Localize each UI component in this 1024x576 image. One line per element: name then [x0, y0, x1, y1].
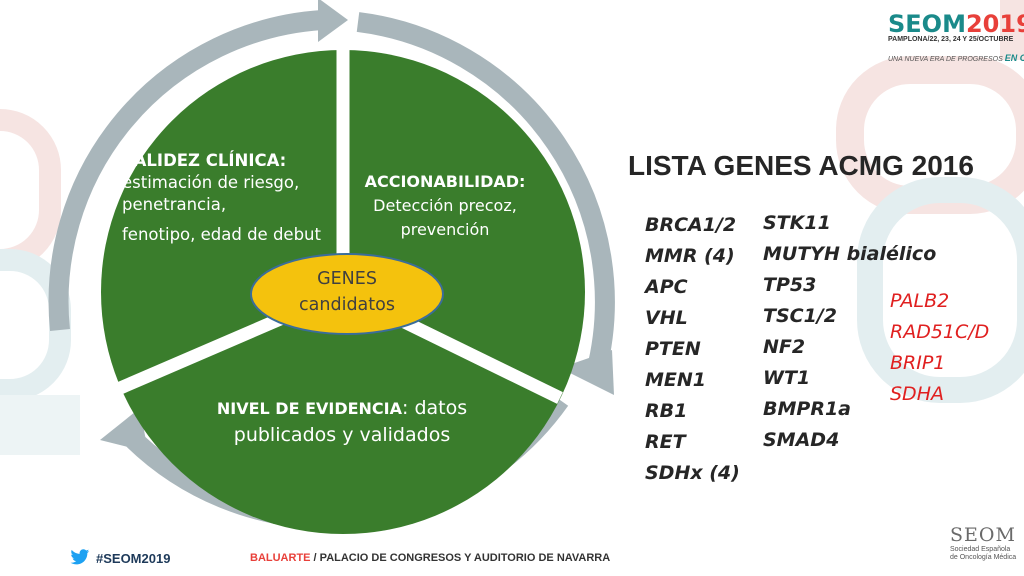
genes-candidatos-label: GENES candidatos — [250, 253, 444, 335]
segment-accion-text: Detección precoz, prevención — [373, 196, 517, 239]
column1-gene-4: PTEN — [645, 338, 701, 360]
column1-gene-0: BRCA1/2 — [645, 214, 737, 236]
genes-line2: candidatos — [299, 295, 395, 315]
twitter-icon — [70, 549, 90, 565]
column3-gene-1: RAD51C/D — [890, 321, 990, 343]
column2-gene-6: BMPR1a — [763, 398, 851, 420]
column1-gene-5: MEN1 — [645, 369, 707, 391]
seom2019-logo: SEOM2019 PAMPLONA/22, 23, 24 Y 25/OCTUBR… — [888, 10, 1024, 63]
logo-year: 2019 — [965, 10, 1024, 38]
column1-gene-7: RET — [645, 431, 686, 453]
column2-gene-2: TP53 — [763, 274, 817, 296]
segment-nivel-title: NIVEL DE EVIDENCIA — [216, 399, 403, 418]
hashtag: #SEOM2019 — [96, 551, 171, 566]
logo-tagline-highlight: EN CADENA — [1004, 53, 1024, 63]
column2-gene-0: STK11 — [763, 212, 831, 234]
segment-accion-title: ACCIONABILIDAD: — [364, 172, 526, 191]
column1-gene-1: MMR (4) — [645, 245, 735, 267]
column1-gene-2: APC — [645, 276, 688, 298]
logo-place: PAMPLONA/22, 23, 24 Y 25/OCTUBRE — [888, 36, 1014, 43]
column3-gene-0: PALB2 — [890, 290, 950, 312]
column3-gene-2: BRIP1 — [890, 352, 946, 374]
column2-gene-4: NF2 — [763, 336, 806, 358]
column3-gene-3: SDHA — [890, 383, 944, 405]
list-title: LISTA GENES ACMG 2016 — [628, 150, 974, 181]
cycle-arrowhead-top — [318, 0, 348, 42]
column2-gene-5: WT1 — [763, 367, 811, 389]
logo-tagline-text: UNA NUEVA ERA DE PROGRESOS — [888, 56, 1003, 63]
footer-bar — [0, 541, 1024, 576]
cycle-arrowhead-right — [560, 350, 614, 395]
column1-gene-8: SDHx (4) — [645, 462, 740, 484]
segment-validez-clinica: VALIDEZ CLÍNICA: estimación de riesgo, p… — [122, 150, 327, 246]
logo-title: SEOM2019 — [888, 10, 1024, 38]
logo-main: SEOM — [888, 10, 966, 38]
venue-part1: BALUARTE — [250, 552, 311, 564]
cycle-arrowhead-bottom — [100, 408, 148, 452]
column1-gene-6: RB1 — [645, 400, 688, 422]
column2-gene-7: SMAD4 — [763, 429, 840, 451]
venue-part2: / PALACIO DE CONGRESOS Y AUDITORIO DE NA… — [310, 552, 611, 564]
segment-validez-text2: fenotipo, edad de debut — [122, 225, 321, 244]
seom-small-sub1: Sociedad Española — [950, 546, 1011, 553]
venue-label: BALUARTE / PALACIO DE CONGRESOS Y AUDITO… — [250, 552, 610, 564]
logo-tagline: UNA NUEVA ERA DE PROGRESOS EN CADENA — [888, 53, 1024, 63]
segment-validez-title: VALIDEZ CLÍNICA: — [122, 151, 287, 170]
cycle-arrow-right — [356, 12, 615, 375]
seom-small-sub2: de Oncología Médica — [950, 554, 1017, 561]
column1-gene-3: VHL — [645, 307, 688, 329]
cycle-arrow-top — [48, 10, 323, 332]
seom-society-logo: SEOM Sociedad Española de Oncología Médi… — [950, 524, 1020, 562]
segment-validez-text1: estimación de riesgo, penetrancia, — [122, 173, 300, 214]
genes-center-ellipse — [250, 253, 444, 335]
column2-gene-1: MUTYH bialélico — [763, 243, 937, 265]
segment-accionabilidad: ACCIONABILIDAD: Detección precoz, preven… — [350, 170, 540, 242]
segment-nivel-evidencia: NIVEL DE EVIDENCIA: datos publicados y v… — [192, 395, 492, 448]
seom-small-title: SEOM — [950, 524, 1016, 546]
column2-gene-3: TSC1/2 — [763, 305, 837, 327]
genes-line1: GENES — [317, 269, 377, 289]
segment-nivel-text: : datos publicados y validados — [233, 397, 468, 446]
